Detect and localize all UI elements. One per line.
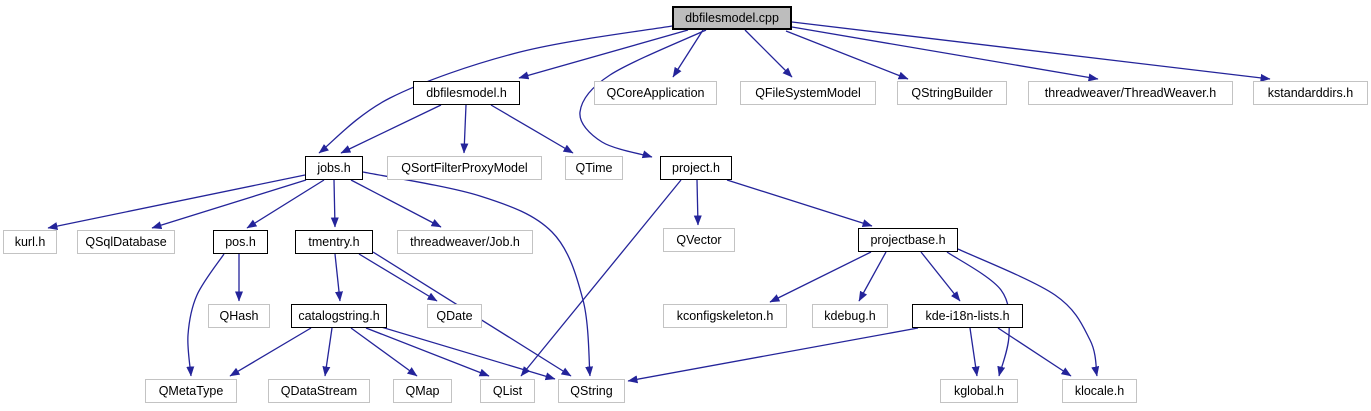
edge-kde-i18n-lists-h-to-kglobal-h	[969, 327, 980, 377]
node-kglobal-h: kglobal.h	[940, 379, 1018, 403]
edge-jobs-h-to-tmentry-h	[330, 179, 339, 228]
node-qstringbuilder: QStringBuilder	[897, 81, 1007, 105]
node-project-h[interactable]: project.h	[660, 156, 732, 180]
node-qvector: QVector	[663, 228, 735, 252]
node-projectbase-h[interactable]: projectbase.h	[858, 228, 958, 252]
edge-dbfilesmodel-cpp-to-project-h	[579, 29, 707, 159]
edge-dbfilesmodel-cpp-to-qfilesystemmodel	[744, 29, 793, 78]
edge-jobs-h-to-qsqldatabase	[151, 179, 307, 229]
edge-dbfilesmodel-h-to-qsortfilterproxymodel	[460, 104, 469, 154]
edge-catalogstring-h-to-qlist	[365, 327, 490, 377]
node-qdate: QDate	[427, 304, 482, 328]
edge-projectbase-h-to-klocale-h	[957, 248, 1100, 377]
edge-kde-i18n-lists-h-to-klocale-h	[997, 327, 1072, 377]
edge-kde-i18n-lists-h-to-qstring	[627, 327, 919, 384]
node-kde-i18n-lists-h[interactable]: kde-i18n-lists.h	[912, 304, 1023, 328]
node-threadweaver-threadweaver-h: threadweaver/ThreadWeaver.h	[1028, 81, 1233, 105]
node-qhash: QHash	[208, 304, 270, 328]
node-tmentry-h[interactable]: tmentry.h	[295, 230, 373, 254]
node-jobs-h[interactable]: jobs.h	[305, 156, 363, 180]
edge-dbfilesmodel-cpp-to-qcoreapplication	[672, 29, 704, 78]
node-qmap: QMap	[393, 379, 452, 403]
node-qtime: QTime	[565, 156, 623, 180]
edge-jobs-h-to-pos-h	[246, 179, 325, 229]
edge-dbfilesmodel-cpp-to-threadweaver-threadweaver-h	[791, 26, 1099, 82]
edge-pos-h-to-qmetatype	[186, 253, 225, 377]
node-qsortfilterproxymodel: QSortFilterProxyModel	[387, 156, 542, 180]
node-dbfilesmodel-h[interactable]: dbfilesmodel.h	[413, 81, 520, 105]
edge-dbfilesmodel-cpp-to-jobs-h	[318, 25, 673, 154]
edge-catalogstring-h-to-qmap	[350, 327, 418, 377]
edge-jobs-h-to-kurl-h	[47, 174, 306, 230]
node-qcoreapplication: QCoreApplication	[594, 81, 717, 105]
edge-projectbase-h-to-kde-i18n-lists-h	[920, 251, 961, 302]
edge-tmentry-h-to-qdate	[358, 253, 438, 302]
edge-dbfilesmodel-h-to-qtime	[490, 104, 574, 154]
node-qmetatype: QMetaType	[145, 379, 237, 403]
edge-dbfilesmodel-cpp-to-dbfilesmodel-h	[518, 29, 689, 80]
node-dbfilesmodel-cpp: dbfilesmodel.cpp	[672, 6, 792, 30]
edge-project-h-to-qlist	[520, 179, 682, 377]
node-pos-h[interactable]: pos.h	[213, 230, 268, 254]
edge-project-h-to-projectbase-h	[726, 179, 873, 227]
edge-dbfilesmodel-cpp-to-kstandarddirs-h	[791, 21, 1271, 82]
edge-dbfilesmodel-cpp-to-qstringbuilder	[785, 30, 909, 80]
node-kdebug-h: kdebug.h	[812, 304, 888, 328]
edge-projectbase-h-to-kconfigskeleton-h	[769, 251, 872, 303]
edge-jobs-h-to-threadweaver-job-h	[350, 179, 442, 228]
edge-catalogstring-h-to-qdatastream	[322, 327, 333, 377]
node-qdatastream: QDataStream	[268, 379, 370, 403]
node-catalogstring-h[interactable]: catalogstring.h	[291, 304, 387, 328]
node-qsqldatabase: QSqlDatabase	[77, 230, 175, 254]
node-kconfigskeleton-h: kconfigskeleton.h	[663, 304, 787, 328]
edge-dbfilesmodel-h-to-jobs-h	[340, 104, 442, 154]
node-qlist: QList	[480, 379, 535, 403]
edge-project-h-to-qvector	[693, 179, 702, 226]
edge-catalogstring-h-to-qstring	[380, 326, 556, 381]
node-qfilesystemmodel: QFileSystemModel	[740, 81, 876, 105]
node-kurl-h: kurl.h	[3, 230, 57, 254]
edge-catalogstring-h-to-qmetatype	[229, 327, 312, 377]
node-threadweaver-job-h: threadweaver/Job.h	[397, 230, 533, 254]
edge-projectbase-h-to-kdebug-h	[858, 251, 887, 302]
node-qstring: QString	[558, 379, 625, 403]
node-kstandarddirs-h: kstandarddirs.h	[1253, 81, 1368, 105]
edge-jobs-h-to-qstring	[362, 171, 594, 377]
edge-tmentry-h-to-catalogstring-h	[334, 253, 343, 302]
node-klocale-h: klocale.h	[1062, 379, 1137, 403]
